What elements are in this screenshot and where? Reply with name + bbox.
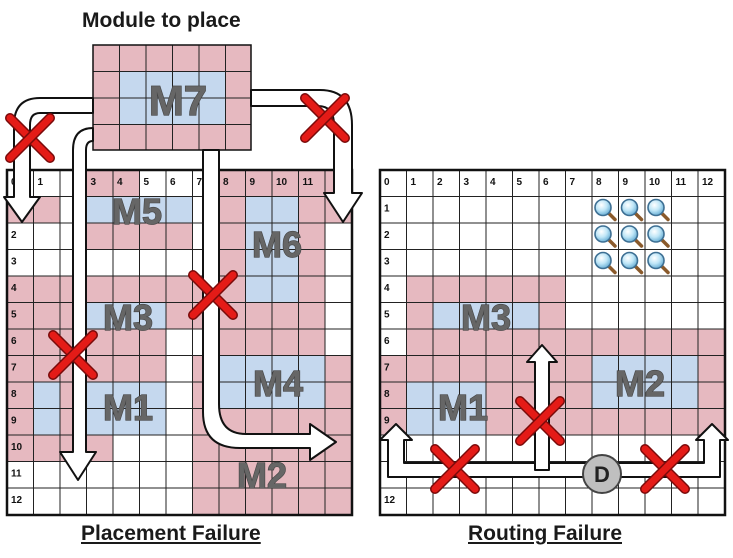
routing-row-label: 5 <box>384 310 390 321</box>
red-x-icon <box>5 113 55 163</box>
module-to-place <box>92 44 252 151</box>
routing-col-label: 5 <box>517 177 523 188</box>
red-x-icon <box>48 330 98 380</box>
routing-row-label: 12 <box>384 495 396 506</box>
routing-failure-caption: Routing Failure <box>468 522 622 545</box>
placement-col-label: 10 <box>276 177 288 188</box>
routing-col-label: 0 <box>384 177 390 188</box>
magnifier-icon <box>620 251 644 275</box>
module-label-m4: M4 <box>253 363 303 404</box>
routing-col-label: 10 <box>649 177 661 188</box>
routing-col-label: 11 <box>676 177 687 188</box>
routing-col-label: 8 <box>596 177 602 188</box>
placement-row-label: 7 <box>11 363 17 374</box>
module-labels: M7 M5 M6 M3 M4 M1 M2 M3 M1 M2 <box>102 76 665 496</box>
placement-row-label: 6 <box>11 336 17 347</box>
routing-col-label: 6 <box>543 177 549 188</box>
module-label-m7: M7 <box>149 77 207 124</box>
magnifier-icon <box>647 225 670 248</box>
placement-row-label: 4 <box>11 283 17 294</box>
module-label-m1-left: M1 <box>103 387 153 428</box>
empty-cell-block <box>166 355 193 435</box>
red-x-icon <box>515 396 565 446</box>
magnifier-icon <box>594 251 617 275</box>
placement-col-label: 7 <box>197 177 203 188</box>
magnifier-icon <box>647 198 670 222</box>
magnifier-icons <box>594 198 670 275</box>
placement-col-label: 8 <box>223 177 229 188</box>
red-x-icon <box>640 444 690 494</box>
module-cell-block <box>86 302 166 329</box>
red-x-icon <box>430 444 480 494</box>
routing-col-label: 9 <box>623 177 629 188</box>
magnifier-icon <box>620 225 644 248</box>
routing-col-label: 1 <box>411 177 417 188</box>
placement-col-label: 3 <box>91 177 97 188</box>
placement-row-label: 2 <box>11 230 17 241</box>
module-label-m6: M6 <box>252 224 302 265</box>
placement-failure-caption: Placement Failure <box>81 522 261 545</box>
module-label-m2-left: M2 <box>237 455 287 496</box>
arrow-down-left <box>59 127 97 481</box>
placement-row-label: 9 <box>11 416 17 427</box>
routing-row-label: 4 <box>384 283 390 294</box>
occupied-cell-block <box>380 355 407 435</box>
routing-row-label: 1 <box>384 204 390 215</box>
routing-row-label: 2 <box>384 230 390 241</box>
magnifier-icon <box>647 251 670 275</box>
placement-row-label: 8 <box>11 389 17 400</box>
magnifier-icon <box>620 198 644 222</box>
placement-col-label: 5 <box>144 177 150 188</box>
module-label-m2-right: M2 <box>615 363 665 404</box>
magnifier-icon <box>594 225 617 248</box>
placement-col-label: 1 <box>38 177 44 188</box>
routing-col-label: 12 <box>702 177 714 188</box>
placement-row-label: 11 <box>11 469 22 480</box>
routing-row-label: 3 <box>384 257 390 268</box>
arrow-down-right <box>202 149 337 461</box>
routing-row-label: 6 <box>384 336 390 347</box>
placement-col-label: 4 <box>117 177 123 188</box>
placement-row-label: 3 <box>11 257 17 268</box>
route-right-branch <box>609 423 729 478</box>
routing-row-label: 9 <box>384 416 390 427</box>
route-up-branch <box>526 344 558 471</box>
module-label-m3-left: M3 <box>103 297 153 338</box>
placement-row-label: 12 <box>11 495 23 506</box>
failure-marks <box>5 93 690 494</box>
routing-col-label: 2 <box>437 177 443 188</box>
placement-col-label: 11 <box>303 177 314 188</box>
placement-col-label: 9 <box>250 177 256 188</box>
placement-col-label: 6 <box>170 177 176 188</box>
routing-row-label: 7 <box>384 363 390 374</box>
routing-col-label: 3 <box>464 177 470 188</box>
placement-row-label: 10 <box>11 442 23 453</box>
routing-row-label: 8 <box>384 389 390 400</box>
placement-row-label: 5 <box>11 310 17 321</box>
detector-label: D <box>594 462 610 487</box>
module-label-m1-right: M1 <box>438 387 488 428</box>
module-label-m3-right: M3 <box>461 297 511 338</box>
red-x-icon <box>300 93 350 143</box>
module-to-place-caption: Module to place <box>82 9 241 32</box>
module-to-place-grid <box>93 45 251 150</box>
routing-col-label: 4 <box>490 177 496 188</box>
routing-col-label: 7 <box>570 177 576 188</box>
module-label-m5: M5 <box>112 191 162 232</box>
detector: D <box>582 454 622 494</box>
routing-arrows <box>379 344 729 478</box>
magnifier-icon <box>594 198 617 222</box>
red-x-icon <box>188 270 238 320</box>
placement-axis-labels: 013456789101123456789101112 <box>11 177 314 506</box>
